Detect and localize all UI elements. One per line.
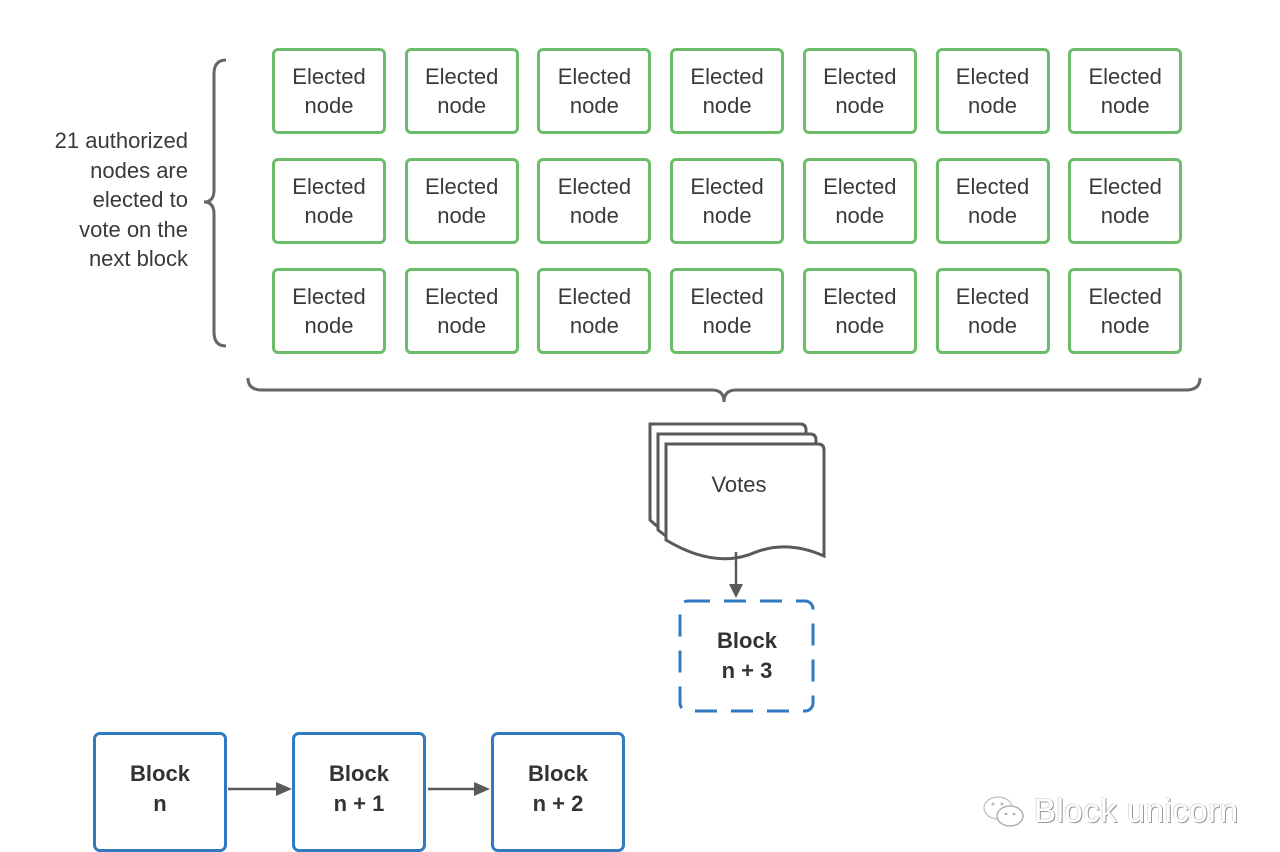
elected-node: Elected node [935, 158, 1050, 244]
chain-block-label: Block n [130, 761, 190, 816]
side-label: 21 authorized nodes are elected to vote … [54, 128, 188, 271]
elected-node: Elected node [935, 268, 1050, 354]
chain-block-label: Block n + 2 [528, 761, 588, 816]
elected-node: Elected node [404, 158, 519, 244]
elected-node-label: Elected node [823, 64, 897, 118]
elected-node: Elected node [1068, 268, 1183, 354]
wechat-icon [983, 796, 1024, 827]
elected-node-label: Elected node [690, 174, 764, 228]
votes-document-stack [648, 422, 826, 561]
elected-node-label: Elected node [292, 64, 366, 118]
elected-node-label: Elected node [424, 64, 499, 118]
chain-block-label: Block n + 1 [329, 761, 389, 816]
chain-arrowhead-2 [474, 782, 490, 796]
elected-node: Elected node [537, 158, 652, 244]
chain-block-n-plus-2: Block n + 2 [491, 732, 625, 852]
elected-node-label: Elected node [690, 64, 764, 118]
elected-node: Elected node [1068, 48, 1183, 134]
chain-arrowhead-1 [276, 782, 292, 796]
elected-node-label: Elected node [1088, 284, 1162, 338]
elected-node: Elected node [537, 48, 652, 134]
elected-node-label: Elected node [690, 284, 764, 338]
chain-block-n-plus-1: Block n + 1 [292, 732, 426, 852]
elected-node-label: Elected node [292, 174, 366, 228]
elected-node: Elected node [537, 268, 652, 354]
elected-node: Elected node [802, 268, 917, 354]
elected-node: Elected node [272, 48, 386, 134]
elected-node-label: Elected node [823, 174, 897, 228]
elected-node-label: Elected node [557, 64, 632, 118]
pending-block: Block n + 3 [680, 601, 814, 711]
elected-node-label: Elected node [557, 284, 632, 338]
elected-node: Elected node [404, 268, 519, 354]
elected-node-label: Elected node [955, 64, 1030, 118]
elected-node-label: Elected node [424, 174, 499, 228]
elected-node: Elected node [670, 48, 785, 134]
elected-node: Elected node [272, 158, 386, 244]
watermark-text: Block unicorn [1034, 792, 1239, 829]
elected-node-label: Elected node [823, 284, 897, 338]
elected-node: Elected node [802, 158, 917, 244]
elected-node: Elected node [670, 268, 785, 354]
votes-label: Votes [711, 472, 767, 497]
votes-to-block-arrowhead [729, 584, 743, 598]
bottom-brace [246, 377, 1202, 403]
elected-node: Elected node [802, 48, 917, 134]
pending-block-label: Block n + 3 [717, 628, 777, 683]
elected-node: Elected node [404, 48, 519, 134]
elected-node-label: Elected node [557, 174, 632, 228]
elected-node: Elected node [1068, 158, 1183, 244]
elected-node-label: Elected node [1088, 64, 1162, 118]
elected-node: Elected node [272, 268, 386, 354]
elected-node-label: Elected node [292, 284, 366, 338]
chain-block-n: Block n [93, 732, 227, 852]
elected-node-label: Elected node [955, 174, 1030, 228]
elected-node-label: Elected node [424, 284, 499, 338]
left-brace [203, 58, 227, 348]
elected-node-label: Elected node [1088, 174, 1162, 228]
pending-block-border [678, 599, 815, 713]
elected-node: Elected node [935, 48, 1050, 134]
elected-node: Elected node [670, 158, 785, 244]
elected-node-label: Elected node [955, 284, 1030, 338]
